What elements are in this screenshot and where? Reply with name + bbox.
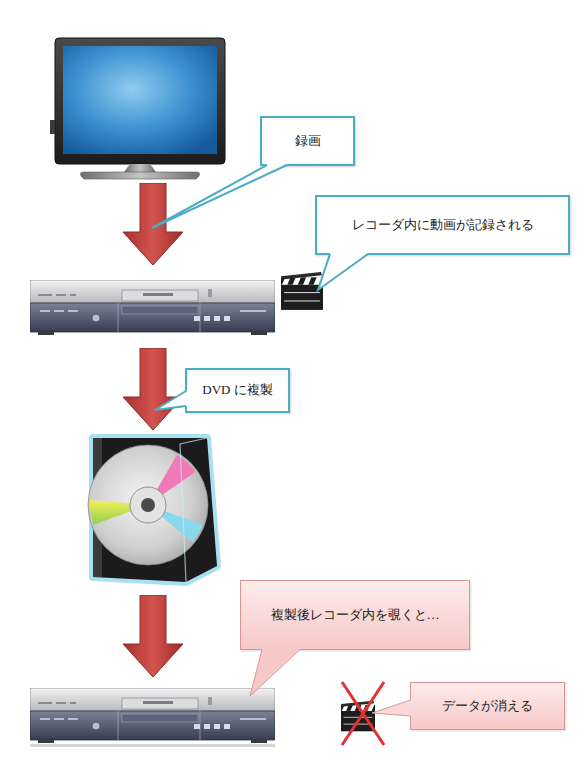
- tail-outline: [250, 650, 300, 697]
- callout-text: データが消える: [442, 698, 533, 715]
- tv-stand-base: [80, 172, 199, 179]
- flow-arrow: [123, 183, 183, 265]
- tail-fill: [155, 391, 187, 410]
- tail-fill: [152, 164, 287, 228]
- recorder-shadow: [30, 744, 275, 747]
- recorder: [30, 280, 275, 335]
- callout-box: 録画: [260, 116, 355, 166]
- tail-fill: [318, 253, 368, 290]
- cross-line: [342, 682, 384, 745]
- deleted-mark: [342, 682, 384, 745]
- disc-hole: [141, 498, 155, 512]
- callout-tail: [318, 253, 368, 290]
- callout-box: データが消える: [410, 682, 565, 730]
- callout-box: 複製後レコーダ内を覗くと…: [240, 580, 470, 650]
- callout-box: DVD に複製: [185, 368, 290, 413]
- callout-tail: [372, 700, 411, 716]
- recorder: [30, 688, 275, 743]
- dvd-case-cover-edge: [180, 438, 207, 582]
- tv-side-button: [50, 120, 55, 134]
- tail-outline: [155, 391, 186, 410]
- callout-tail: [155, 391, 187, 410]
- dvd-case: [88, 438, 217, 582]
- callout-tail: [250, 649, 300, 696]
- tv-screen: [63, 46, 217, 154]
- clapperboard-icon: [281, 272, 323, 310]
- tv-frame: [55, 38, 225, 164]
- callout-box: レコーダ内に動画が記録される: [315, 195, 570, 255]
- disc-hub: [130, 487, 166, 523]
- callout-text: レコーダ内に動画が記録される: [352, 217, 534, 234]
- tail-outline: [372, 700, 411, 716]
- callout-text: 複製後レコーダ内を覗くと…: [271, 607, 440, 624]
- callout-text: DVD に複製: [202, 382, 272, 399]
- tail-outline: [152, 165, 287, 228]
- callout-tail: [152, 164, 287, 228]
- flow-arrow: [123, 595, 183, 677]
- flow-arrow: [123, 348, 183, 430]
- callout-text: 録画: [295, 133, 321, 150]
- tail-fill: [372, 700, 411, 716]
- tail-fill: [250, 649, 300, 696]
- tail-outline: [318, 254, 368, 290]
- tv-stand-neck: [124, 164, 156, 172]
- cross-line: [342, 682, 384, 745]
- television: [50, 38, 225, 179]
- disc: [88, 445, 208, 565]
